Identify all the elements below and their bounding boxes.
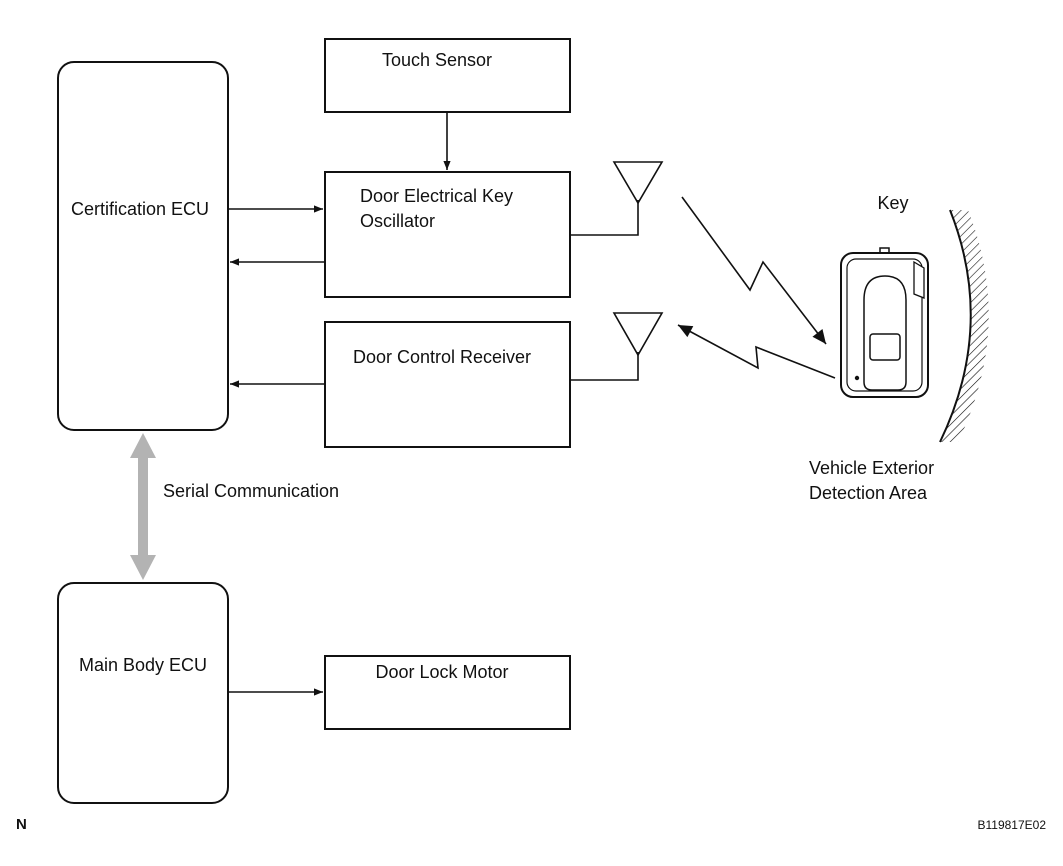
detection-area-label-line1: Vehicle Exterior [809, 458, 934, 478]
wireless-signal-from-key [677, 324, 836, 379]
detection-area-boundary [939, 209, 989, 443]
main-body-ecu-label: Main Body ECU [79, 655, 207, 675]
certification-ecu-box: Certification ECU [57, 61, 229, 431]
main-body-ecu-box: Main Body ECU [57, 582, 229, 804]
door-electrical-key-oscillator-box: Door Electrical Key Oscillator [324, 171, 571, 298]
door-electrical-key-oscillator-label-line1: Door Electrical Key [360, 186, 513, 206]
receiver-antenna-icon [570, 312, 664, 381]
serial-communication-double-arrow [130, 433, 156, 580]
key-label: Key [877, 193, 908, 213]
door-control-receiver-box: Door Control Receiver [324, 321, 571, 448]
detection-area-label-line2: Detection Area [809, 483, 928, 503]
door-lock-motor-label: Door Lock Motor [375, 662, 508, 682]
touch-sensor-box: Touch Sensor [324, 38, 571, 113]
door-control-receiver-label: Door Control Receiver [353, 347, 531, 367]
door-lock-motor-box: Door Lock Motor [324, 655, 571, 730]
figure-code-label: B119817E02 [977, 818, 1046, 832]
serial-communication-label: Serial Communication [163, 481, 339, 501]
corner-mark-label: N [16, 816, 27, 833]
certification-ecu-label: Certification ECU [71, 199, 209, 219]
key-fob-icon [840, 247, 929, 398]
door-electrical-key-oscillator-label-line2: Oscillator [360, 211, 435, 231]
oscillator-antenna-icon [570, 161, 664, 236]
wireless-signal-to-key [681, 196, 827, 345]
touch-sensor-label: Touch Sensor [382, 50, 492, 70]
